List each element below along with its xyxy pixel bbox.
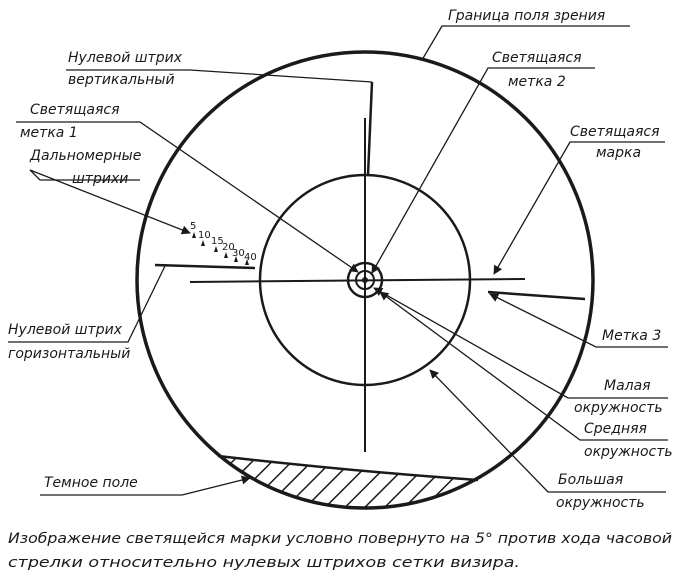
mark-3-stroke <box>487 290 586 301</box>
rangefinder-ticks: 5 10 15 20 30 40 <box>190 221 257 265</box>
leader-zero-horizontal <box>8 265 166 343</box>
dark-field <box>218 456 478 508</box>
dark-field-chord <box>217 454 479 482</box>
tick-5: 5 <box>190 221 196 232</box>
tick-15: 15 <box>211 236 224 247</box>
label-glow-mark-2-2: метка 2 <box>508 74 566 90</box>
tick-40: 40 <box>244 252 257 263</box>
leader-glow-marker <box>493 141 665 275</box>
label-small-circle-2: окружность <box>574 400 663 416</box>
label-medium-circle-2: окружность <box>584 444 673 460</box>
label-zero-horizontal-2: горизонтальный <box>8 346 130 362</box>
label-mark-3: Метка 3 <box>602 328 661 344</box>
leader-zero-vertical <box>66 69 373 83</box>
label-zero-horizontal-1: Нулевой штрих <box>8 322 123 338</box>
zero-vertical-stroke <box>366 81 374 176</box>
label-glow-mark-1-1: Светящаяся <box>30 102 120 118</box>
label-zero-vertical-1: Нулевой штрих <box>68 50 183 66</box>
label-small-circle-1: Малая <box>604 378 651 394</box>
label-field-boundary: Граница поля зрения <box>448 8 605 24</box>
leader-large-circle <box>429 369 666 493</box>
label-rangefinder-2: штрихи <box>72 171 128 187</box>
label-glow-mark-1-2: метка 1 <box>20 125 78 141</box>
tick-20: 20 <box>222 242 235 253</box>
leader-glow-mark-2 <box>371 67 595 274</box>
label-glow-marker-2: марка <box>596 145 641 161</box>
caption-line-1: Изображение светящейся марки условно пов… <box>8 531 672 547</box>
large-circle <box>135 50 595 510</box>
label-dark-field: Темное поле <box>44 475 138 491</box>
label-medium-circle-1: Средняя <box>584 421 647 437</box>
horizontal-hair <box>189 278 526 283</box>
leader-mark-3 <box>489 293 668 348</box>
leader-rangefinder-arrow <box>29 169 191 235</box>
leader-glow-mark-1 <box>16 121 359 273</box>
label-large-circle-2: окружность <box>556 495 645 511</box>
leader-dark-field <box>40 475 251 496</box>
label-zero-vertical-2: вертикальный <box>68 72 175 88</box>
label-glow-marker-1: Светящаяся <box>570 124 660 140</box>
tick-10: 10 <box>198 230 211 241</box>
leader-field-boundary <box>421 25 630 61</box>
label-rangefinder-1: Дальномерные <box>29 148 141 164</box>
leader-small-circle <box>373 287 668 399</box>
caption-line-2: стрелки относительно нулевых штрихов сет… <box>8 555 520 571</box>
leader-rangefinder <box>29 169 140 181</box>
label-large-circle-1: Большая <box>558 472 623 488</box>
tick-30: 30 <box>232 248 245 259</box>
leader-medium-circle <box>379 291 668 441</box>
label-glow-mark-2-1: Светящаяся <box>492 50 582 66</box>
zero-horizontal-stroke <box>154 263 256 270</box>
